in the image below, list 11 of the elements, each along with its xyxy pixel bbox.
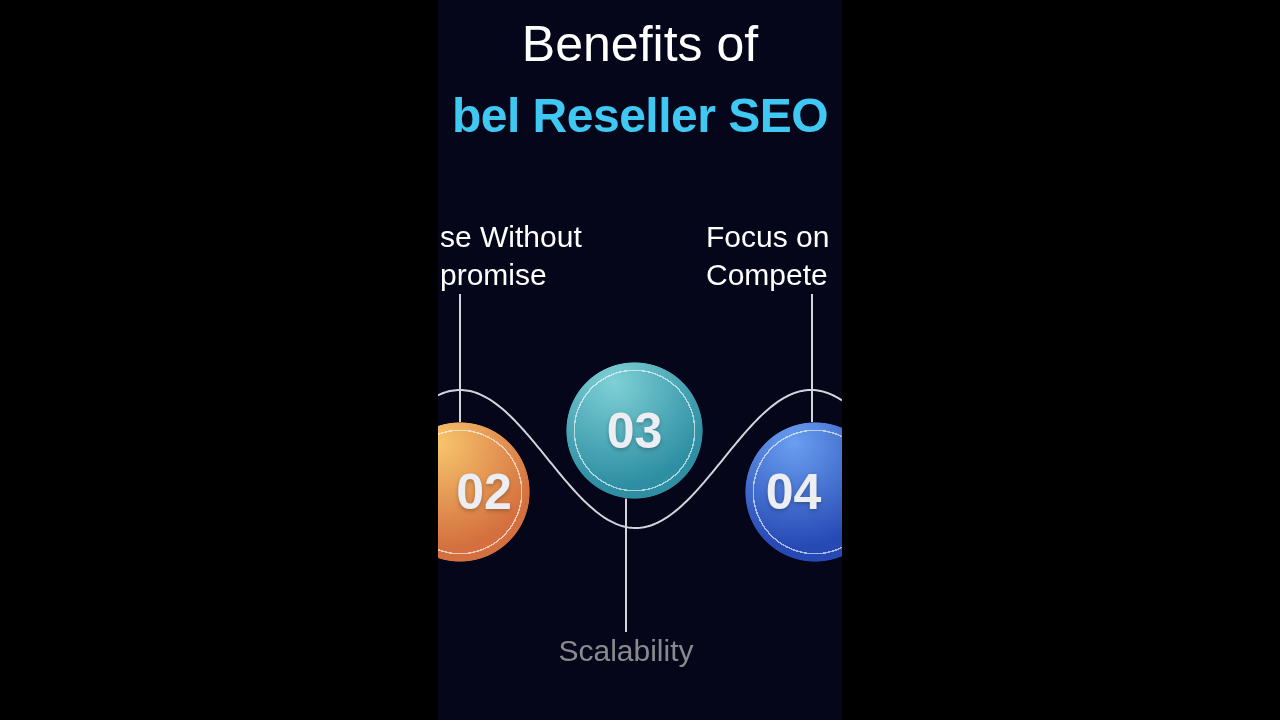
step-number: 04 [765, 464, 822, 520]
benefit-label: Focus on Compete [706, 218, 842, 294]
leader-line [811, 293, 813, 424]
subtitle: bel Reseller SEO [451, 88, 829, 144]
benefit-label: Scalability [536, 632, 716, 670]
diagram-title: Benefits of [521, 15, 759, 74]
step-number: 02 [456, 464, 512, 520]
leader-line [459, 293, 461, 423]
step-number: 03 [606, 402, 663, 459]
benefit-label: se Without promise [440, 218, 612, 294]
leader-line [625, 497, 627, 633]
